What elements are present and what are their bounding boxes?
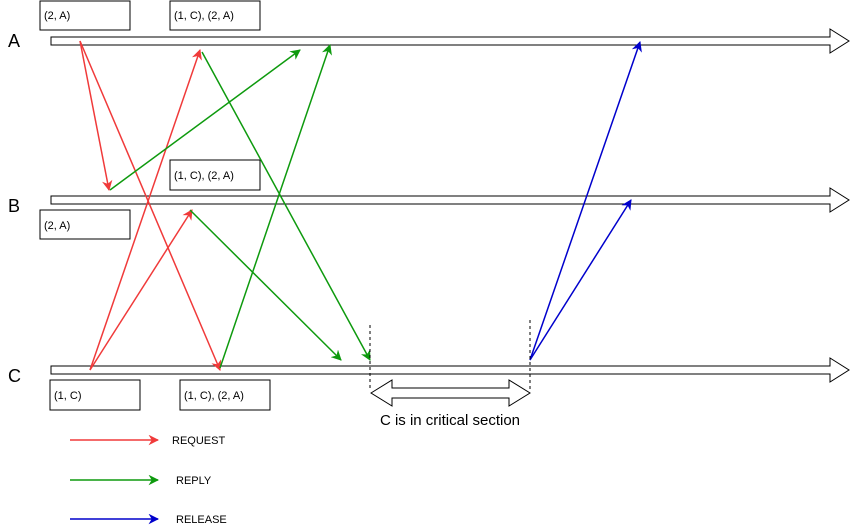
legend-reply-label: REPLY: [176, 475, 212, 487]
queue-text: (2, A): [44, 220, 70, 232]
timeline-a: [50, 28, 850, 54]
queue-box-a-later: (1, C), (2, A): [169, 0, 261, 31]
legend-release-label: RELEASE: [176, 514, 227, 526]
reply-c-to-a: [219, 44, 332, 369]
queue-box-b-initial: (2, A): [39, 209, 131, 240]
request-a-to-b: [79, 40, 113, 192]
reply-b-to-a: [109, 49, 301, 191]
reply-b-to-c: [189, 209, 342, 361]
queue-text: (1, C), (2, A): [174, 170, 234, 182]
process-b-label: B: [8, 196, 20, 216]
process-c-label: C: [8, 366, 21, 386]
critical-section-span-arrow: [370, 379, 531, 407]
release-c-to-a: [529, 41, 642, 361]
queue-text: (1, C), (2, A): [174, 10, 234, 22]
queue-text: (1, C), (2, A): [184, 390, 244, 402]
timeline-b: [50, 187, 850, 213]
queue-text: (1, C): [54, 390, 82, 402]
queue-box-b-later: (1, C), (2, A): [169, 159, 261, 191]
release-c-to-b: [529, 199, 632, 361]
request-a-to-c: [79, 40, 222, 371]
queue-box-c-initial: (1, C): [49, 379, 141, 411]
reply-a-to-c: [201, 51, 371, 361]
request-c-to-a: [89, 49, 202, 371]
request-c-to-b: [89, 209, 193, 371]
legend-request-label: REQUEST: [172, 435, 225, 447]
queue-box-c-later: (1, C), (2, A): [179, 379, 271, 411]
queue-box-a-initial: (2, A): [39, 0, 131, 31]
queue-text: (2, A): [44, 10, 70, 22]
critical-section-caption: C is in critical section: [380, 412, 520, 429]
legend: REQUEST REPLY RELEASE: [70, 434, 227, 526]
timeline-c: [50, 357, 850, 383]
process-a-label: A: [8, 31, 20, 51]
